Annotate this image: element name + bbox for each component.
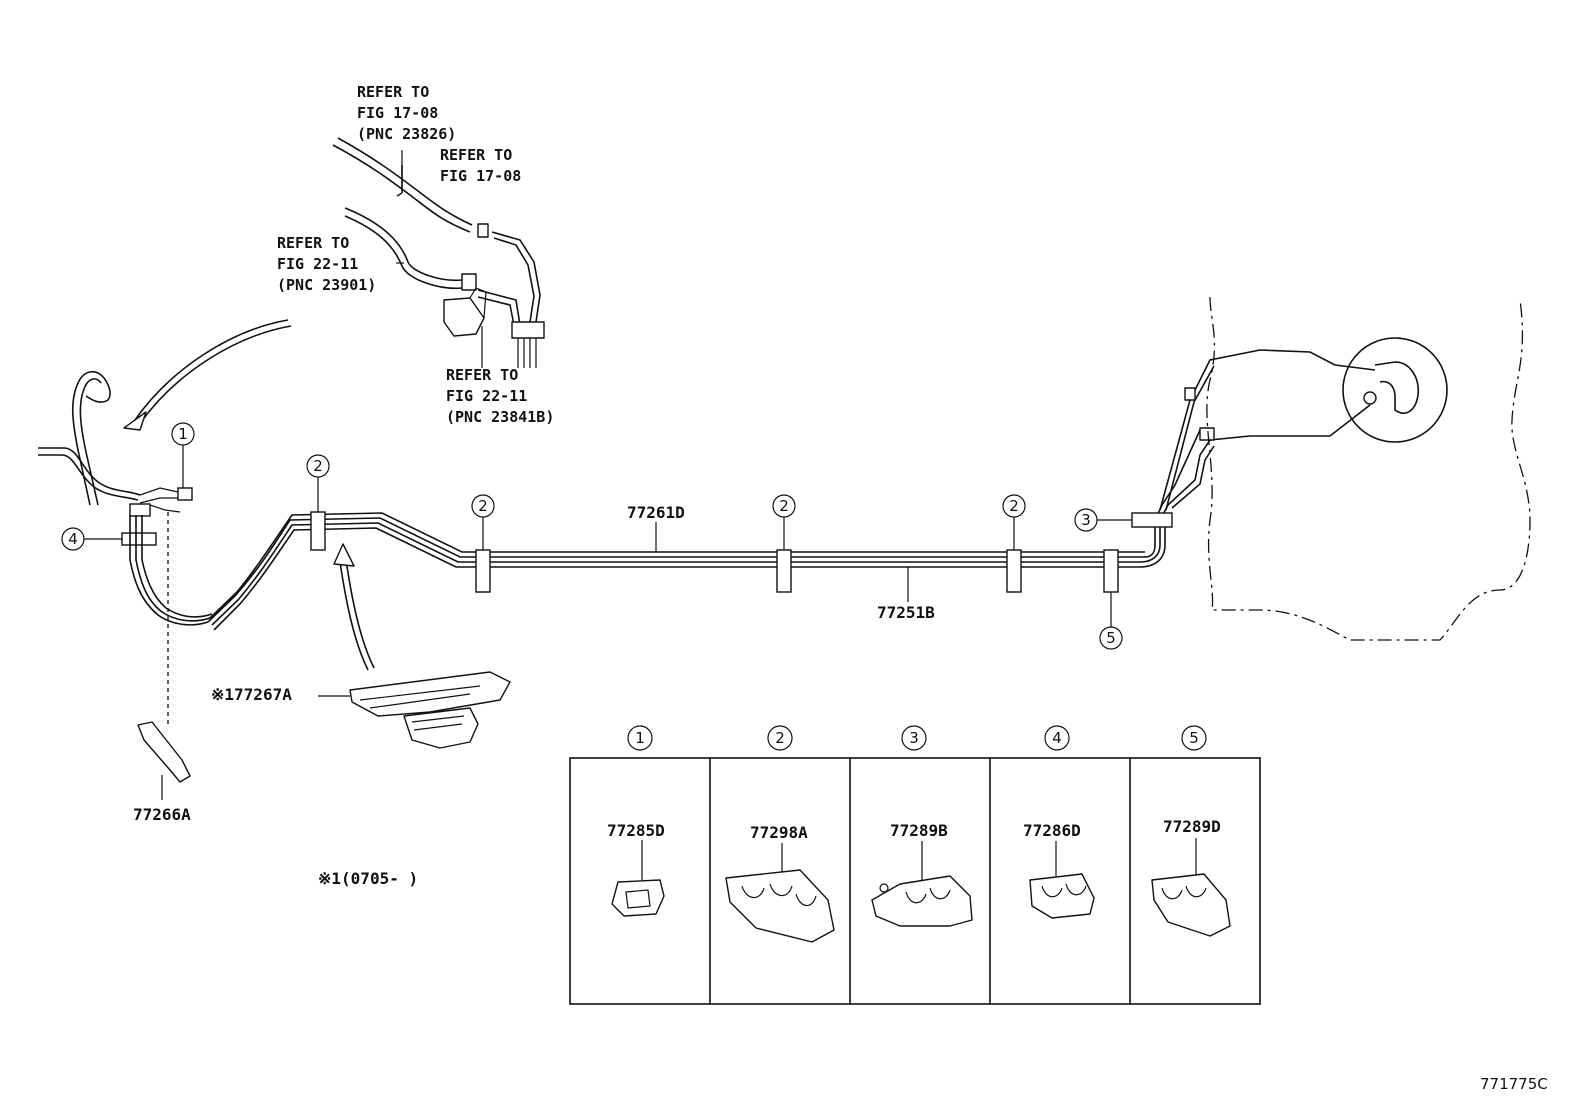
table-part-77289d: 77289D <box>1163 817 1221 836</box>
pipe-bracket-block-icon <box>511 321 545 339</box>
svg-text:5: 5 <box>1106 629 1116 647</box>
ref2-line2: FIG 17-08 <box>440 167 521 185</box>
figure-id: 771775C <box>1480 1075 1548 1093</box>
svg-text:3: 3 <box>909 729 919 747</box>
arrow-head-left-icon <box>123 411 147 431</box>
rear-wheel-area-outline <box>1206 296 1531 641</box>
svg-text:5: 5 <box>1189 729 1199 747</box>
applicability-note: ※1(0705- ) <box>318 869 418 888</box>
table-col-5: 5 77289D <box>1151 725 1231 937</box>
label-77266a: 77266A <box>133 805 191 824</box>
svg-text:2: 2 <box>1009 497 1019 515</box>
label-77251b: 77251B <box>877 603 935 622</box>
table-part-77286d: 77286D <box>1023 821 1081 840</box>
clip-2-second <box>776 549 792 593</box>
ref3-line2: FIG 22-11 <box>277 255 358 273</box>
table-col-4: 4 77286D <box>1023 725 1095 919</box>
pointer-arrows <box>123 319 375 671</box>
pipe-clips <box>310 511 1173 593</box>
table-col-2: 2 77298A <box>725 725 835 943</box>
callout-1-text: 1 <box>178 425 188 443</box>
callout-3: 3 <box>1074 508 1132 532</box>
diagram-callouts: 1 2 2 2 2 3 4 <box>61 422 1132 650</box>
table-col-1: 1 77285D <box>607 725 665 917</box>
svg-text:1: 1 <box>635 729 645 747</box>
fitting-lower-icon <box>1199 427 1215 441</box>
table-part-77298a: 77298A <box>750 823 808 842</box>
clip-1-marker <box>177 487 193 501</box>
callout-4: 4 <box>61 527 122 551</box>
clip-2-at-bend <box>310 511 326 551</box>
ref4-line3: (PNC 23841B) <box>446 408 554 426</box>
connector-small-icon <box>477 223 489 238</box>
left-pipe-assembly <box>38 370 213 800</box>
reference-label-fig22-11-pnc23901: REFER TO FIG 22-11 (PNC 23901) <box>277 234 376 294</box>
brake-fitting-icon <box>1363 391 1377 405</box>
sensor-bracket-icon <box>443 297 485 337</box>
ref2-line1: REFER TO <box>440 146 512 164</box>
clip-5-marker <box>1103 549 1119 593</box>
callout-2-b: 2 <box>772 494 796 550</box>
clip-77285d-icon <box>611 879 665 917</box>
bracket-77266a-icon <box>137 721 191 783</box>
reference-label-fig22-11-pnc23841b: REFER TO FIG 22-11 (PNC 23841B) <box>446 366 554 426</box>
top-hose-assembly <box>332 137 545 368</box>
callout-2-a: 2 <box>471 494 495 550</box>
clip-77286d-icon <box>1029 873 1095 919</box>
brake-disc-outline <box>1342 337 1448 443</box>
table-part-77289b: 77289B <box>890 821 948 840</box>
clip-3-marker <box>1131 512 1173 528</box>
svg-text:2: 2 <box>313 457 323 475</box>
table-part-77285d: 77285D <box>607 821 665 840</box>
ref3-line1: REFER TO <box>277 234 349 252</box>
ref3-line3: (PNC 23901) <box>277 276 376 294</box>
ref1-line1: REFER TO <box>357 83 429 101</box>
callout-2-bend: 2 <box>306 454 330 512</box>
label-77267a: ※177267A <box>211 685 292 704</box>
ref1-line2: FIG 17-08 <box>357 104 438 122</box>
callout-1: 1 <box>171 422 195 488</box>
ref4-line2: FIG 22-11 <box>446 387 527 405</box>
svg-text:2: 2 <box>478 497 488 515</box>
svg-text:2: 2 <box>775 729 785 747</box>
clip-77289d-icon <box>1151 873 1231 937</box>
svg-text:3: 3 <box>1081 511 1091 529</box>
clip-table-border <box>569 757 1261 1005</box>
ref4-line1: REFER TO <box>446 366 518 384</box>
fitting-upper-icon <box>1184 387 1196 401</box>
ref1-line3: (PNC 23826) <box>357 125 456 143</box>
clip-2-third <box>1006 549 1022 593</box>
clip-table: 1 77285D 2 77298A 3 77289B 4 <box>569 725 1261 1005</box>
protector-77267a-icon <box>349 671 511 749</box>
label-77261d: 77261D <box>627 503 685 522</box>
callout-5: 5 <box>1099 592 1123 650</box>
reference-label-fig17-08: REFER TO FIG 17-08 <box>440 146 521 185</box>
clip-77298a-icon <box>725 869 835 943</box>
svg-text:4: 4 <box>68 530 78 548</box>
table-col-3: 3 77289B <box>871 725 973 927</box>
callout-2-c: 2 <box>1002 494 1026 550</box>
reference-label-fig17-08-pnc23826: REFER TO FIG 17-08 (PNC 23826) <box>357 83 456 143</box>
svg-text:4: 4 <box>1052 729 1062 747</box>
svg-text:2: 2 <box>779 497 789 515</box>
clip-4-marker <box>129 503 151 517</box>
hose-end-fitting-icon <box>461 273 477 291</box>
clip-2-first <box>475 549 491 593</box>
arrow-head-up-icon <box>333 543 355 567</box>
clip-4-bracket <box>121 532 157 546</box>
